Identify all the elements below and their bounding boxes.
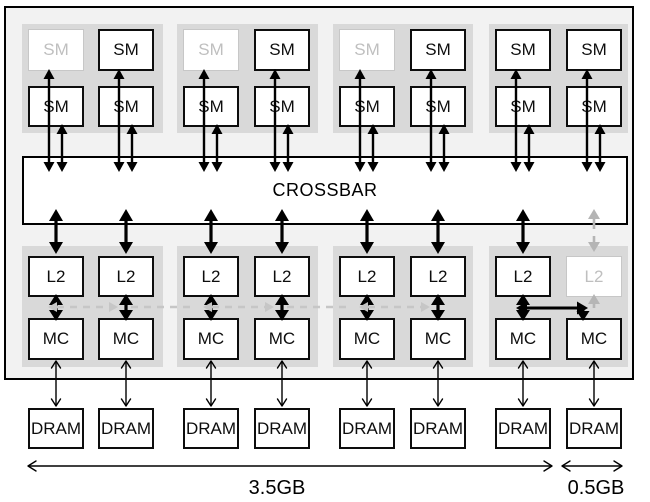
crossbar-box: CROSSBAR <box>22 156 628 225</box>
dram-box-4: DRAM <box>254 408 310 449</box>
label-3-5gb: 3.5GB <box>248 477 306 499</box>
mc-box-5: MC <box>339 318 395 360</box>
sm-bottom-box-6: SM <box>410 86 466 127</box>
sm-bottom-box-1: SM <box>28 86 84 127</box>
sm-bottom-box-2: SM <box>98 86 154 127</box>
dram-box-6: DRAM <box>410 408 466 449</box>
sm-bottom-box-5: SM <box>339 86 395 127</box>
sm-top-box-4: SM <box>254 29 310 71</box>
mc-box-8: MC <box>566 318 622 360</box>
l2-box-5: L2 <box>339 256 395 297</box>
dram-box-8: DRAM <box>566 408 622 449</box>
mc-box-1: MC <box>28 318 84 360</box>
l2-box-1: L2 <box>28 256 84 297</box>
sm-top-box-7: SM <box>495 29 551 71</box>
mc-box-4: MC <box>254 318 310 360</box>
mc-box-2: MC <box>98 318 154 360</box>
sm-top-box-8: SM <box>566 29 622 71</box>
l2-box-6: L2 <box>410 256 466 297</box>
l2-box-4: L2 <box>254 256 310 297</box>
mc-box-7: MC <box>495 318 551 360</box>
sm-top-box-6: SM <box>410 29 466 71</box>
dram-box-7: DRAM <box>495 408 551 449</box>
mc-box-6: MC <box>410 318 466 360</box>
sm-top-box-3: SM <box>183 29 239 71</box>
mc-box-3: MC <box>183 318 239 360</box>
l2-box-2: L2 <box>98 256 154 297</box>
sm-bottom-box-8: SM <box>566 86 622 127</box>
sm-top-box-1: SM <box>28 29 84 71</box>
sm-bottom-box-4: SM <box>254 86 310 127</box>
l2-box-7: L2 <box>495 256 551 297</box>
dram-box-3: DRAM <box>183 408 239 449</box>
sm-bottom-box-3: SM <box>183 86 239 127</box>
sm-top-box-5: SM <box>339 29 395 71</box>
label-0-5gb: 0.5GB <box>567 477 625 499</box>
sm-top-box-2: SM <box>98 29 154 71</box>
dram-box-1: DRAM <box>28 408 84 449</box>
dram-box-5: DRAM <box>339 408 395 449</box>
sm-bottom-box-7: SM <box>495 86 551 127</box>
l2-box-3: L2 <box>183 256 239 297</box>
l2-box-8: L2 <box>566 256 622 297</box>
dram-box-2: DRAM <box>98 408 154 449</box>
